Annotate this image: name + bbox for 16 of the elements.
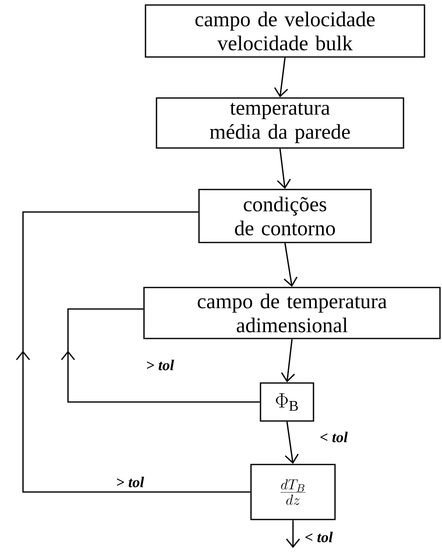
- process-box: $\frac{dT_B}{dz}$: [250, 464, 336, 520]
- arrow: [284, 243, 298, 287]
- arrow: [281, 339, 295, 382]
- process-box: $\Phi_{\mathrm{B}}$: [260, 382, 314, 422]
- edge-label: > tol: [147, 360, 174, 370]
- process-box: temperatura média da parede: [156, 97, 404, 149]
- arrow: [276, 148, 291, 189]
- process-box: condições de contorno: [198, 188, 372, 244]
- edge-label: > tol: [117, 476, 144, 488]
- edge-label: < tol: [320, 432, 348, 442]
- process-box: campo de velocidade velocidade bulk: [144, 4, 426, 58]
- arrow: [274, 58, 288, 98]
- edge-label: < tol: [305, 532, 333, 542]
- process-box: campo de temperatura adimensional: [143, 286, 441, 340]
- arrow: [284, 422, 299, 464]
- arrow: [286, 520, 300, 548]
